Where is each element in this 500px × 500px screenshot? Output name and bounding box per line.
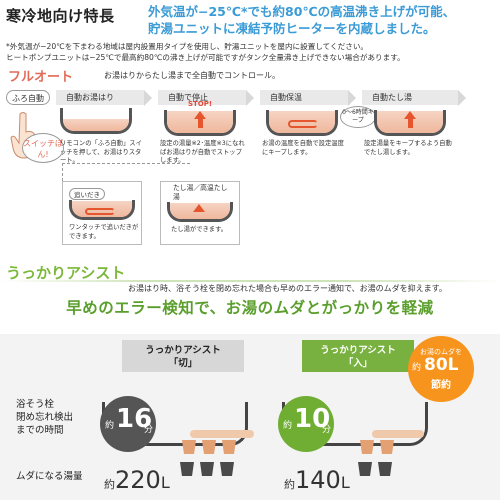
header-desc-line2: 貯湯ユニットに凍結予防ヒーターを内蔵しました。 (148, 21, 436, 36)
caption-auto-fill: リモコンの「ふろ自動」スイッチを押して、お湯はりスタート。 (60, 140, 142, 164)
savings-badge: お湯のムダを 約 80L 節約 (408, 336, 474, 402)
savings-value: 80L (424, 355, 459, 375)
liters-unit-on: L (340, 473, 350, 492)
step-arrow (246, 90, 254, 106)
reheat-box: 追いだき ワンタッチで追いだきができます。 (62, 181, 142, 245)
tub-auto-keep-warm (266, 110, 338, 136)
add-hot-pill: たし湯／高温たし湯 (173, 184, 228, 201)
bucket-icon (182, 440, 196, 454)
assist-on-label: うっかりアシスト 「入」 (302, 340, 414, 372)
bucket-icon (202, 440, 216, 454)
assist-off-line1: うっかりアシスト (145, 345, 221, 356)
assist-off-line2: 「切」 (168, 358, 198, 369)
header-description: 外気温が−25℃*でも約80℃の高温沸き上げが可能、 貯湯ユニットに凍結予防ヒー… (148, 3, 498, 37)
tub-auto-fill (60, 108, 132, 134)
caption-auto-keep-warm: お湯の温度を自動で設定温度にキープします。 (262, 140, 344, 156)
liters-value-off: 220 (115, 466, 161, 494)
full-auto-subtitle: お湯はりからたし湯まで全自動でコントロール。 (104, 71, 280, 80)
time-value-off: 16 (116, 404, 153, 434)
header-desc-line1: 外気温が−25℃*でも約80℃の高温沸き上げが可能、 (148, 4, 456, 19)
assist-on-line1: うっかりアシスト (320, 345, 396, 356)
circulate-arrow-icon (288, 120, 318, 128)
bucket-icon (180, 462, 194, 476)
up-arrow-icon (193, 204, 205, 212)
liters-off: 約220L (104, 466, 170, 494)
circulate-arrow-icon (85, 208, 115, 215)
ukkari-banner: 早めのエラー検知で、お湯のムダとがっかりを軽減 (66, 299, 434, 317)
time-label-line1: 浴そう栓 (16, 399, 55, 410)
add-hot-caption: たし湯ができます。 (171, 226, 228, 233)
step-auto-fill: 自動お湯はり (56, 90, 144, 105)
time-circle-on: 約 10 分 (278, 396, 334, 452)
savings-line3: 節約 (431, 380, 451, 391)
bucket-icon (358, 462, 372, 476)
bucket-icon (360, 440, 374, 454)
water-leak-on (372, 430, 424, 438)
time-prefix-on: 約 (283, 421, 293, 431)
ukkari-description: お湯はり時、浴そう栓を閉め忘れた場合も早めのエラー通知で、お湯のムダを抑えます。 (128, 284, 447, 293)
up-arrow-stem (407, 118, 413, 128)
stop-badge: STOP! (187, 100, 213, 108)
switch-bubble: スイッチぽん! (22, 133, 64, 163)
step-auto-stop: 自動で停止 (158, 90, 246, 105)
time-circle-off: 約 16 分 (100, 396, 156, 452)
time-label-line3: までの時間 (16, 425, 64, 436)
buckets-on (360, 440, 394, 454)
savings-prefix: 約 (412, 363, 422, 373)
connector (62, 163, 190, 181)
full-auto-title: フルオート (8, 70, 74, 85)
up-arrow-icon (404, 111, 416, 119)
footnote-2: ヒートポンプユニットは−25℃で最高約80℃の沸き上げが可能ですがタンク全量沸き… (6, 53, 405, 62)
footnote-1: *外気温が−20℃を下まわる地域は屋内設置用タイプを使用し、貯湯ユニットを屋内に… (6, 42, 369, 51)
bucket-icon (220, 462, 234, 476)
savings-line1: お湯のムダを (420, 348, 462, 356)
reheat-pill: 追いだき (69, 188, 105, 200)
up-arrow-icon (194, 111, 206, 119)
time-unit-off: 分 (144, 425, 154, 435)
assist-on-line2: 「入」 (343, 358, 373, 369)
bucket-icon (378, 462, 392, 476)
buckets-off (182, 440, 236, 454)
buckets-off-row2 (180, 462, 234, 476)
liters-on: 約140L (284, 466, 350, 494)
keep-bubble: 0〜6時間キープ (340, 106, 376, 128)
assist-off-label: うっかりアシスト 「切」 (122, 340, 244, 372)
liters-prefix-on: 約 (284, 478, 295, 491)
water-leak-off (190, 430, 254, 438)
caption-auto-stop: 設定の湯量※2･温度※3になればお湯はりが自動でストップします。 (160, 140, 245, 164)
liters-prefix-off: 約 (104, 478, 115, 491)
ukkari-title: うっかりアシスト (6, 264, 126, 282)
step-furo-auto: ふろ自動 (6, 90, 50, 105)
time-label: 浴そう栓 閉め忘れ検出 までの時間 (16, 398, 73, 437)
waste-label: ムダになる湯量 (16, 471, 83, 482)
time-label-line2: 閉め忘れ検出 (16, 412, 74, 423)
reheat-caption: ワンタッチで追いだきができます。 (69, 224, 139, 240)
caption-auto-add-water: 設定湯量をキープするよう自動でたし湯します。 (364, 140, 452, 156)
step-auto-keep-warm: 自動保温 (260, 90, 348, 105)
liters-unit-off: L (160, 473, 170, 492)
up-arrow-stem (197, 118, 203, 128)
divider (0, 280, 500, 282)
add-hot-box: たし湯／高温たし湯 たし湯ができます。 (160, 181, 240, 245)
step-arrow (458, 90, 466, 106)
step-arrow (144, 90, 152, 106)
time-prefix-off: 約 (105, 421, 115, 431)
buckets-on-row2 (358, 462, 392, 476)
bucket-icon (200, 462, 214, 476)
time-value-on: 10 (294, 404, 331, 434)
page-title: 寒冷地向け特長 (6, 7, 115, 25)
bucket-icon (380, 440, 394, 454)
step-arrow (348, 90, 356, 106)
liters-value-on: 140 (295, 466, 341, 494)
time-unit-on: 分 (322, 425, 332, 435)
step-auto-add-water: 自動たし湯 (362, 90, 458, 105)
bucket-icon (222, 440, 236, 454)
